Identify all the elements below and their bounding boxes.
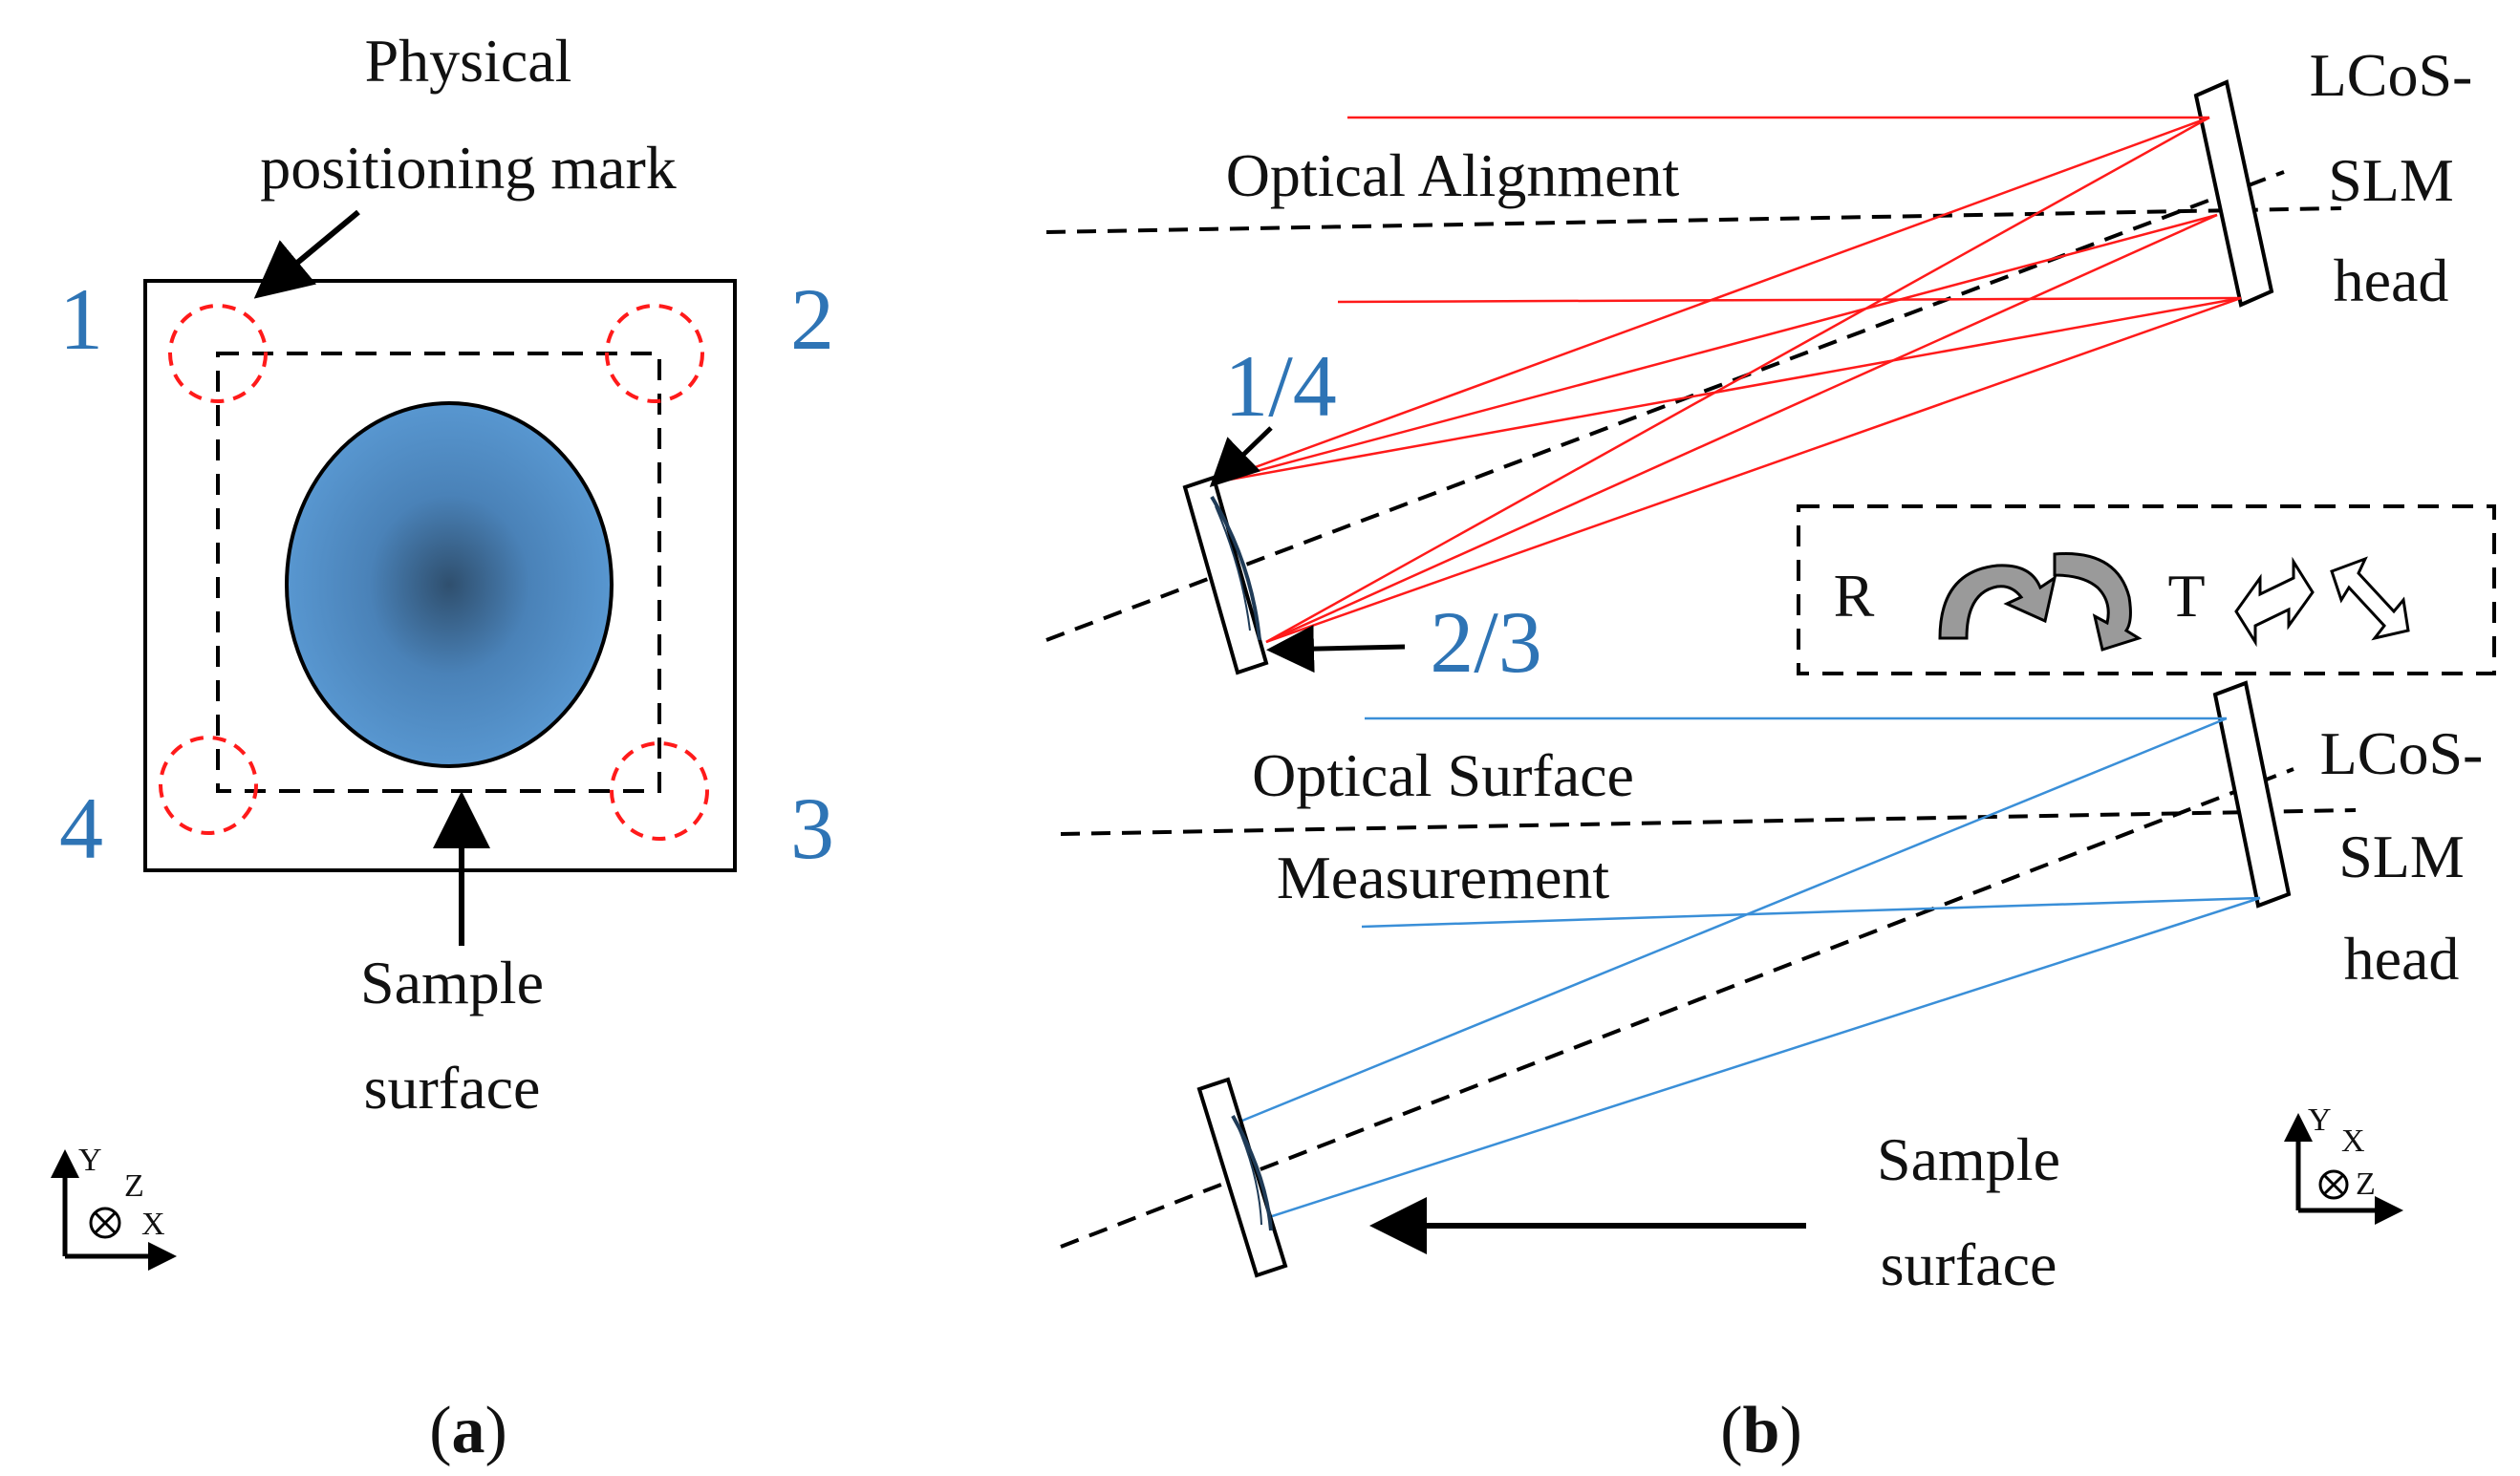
- axes-icon-b: [2284, 1113, 2403, 1225]
- top-head-line3: head: [2334, 246, 2449, 314]
- label-optical-surface: Optical Surface: [1252, 741, 1634, 809]
- label-sample-b: Sample: [1877, 1125, 2060, 1193]
- motion-legend: R T: [1797, 504, 2496, 675]
- mark-label-2-3: 2/3: [1430, 593, 1542, 691]
- positioning-mark-arrow: [253, 209, 360, 299]
- sample-lens-top: [1210, 495, 1261, 641]
- positioning-mark-1: [168, 304, 268, 403]
- corner-number-1: 1: [59, 270, 103, 368]
- panel-b-bottom: Optical Surface Measurement Sample surfa…: [1060, 680, 2484, 1467]
- caption-a: (a): [429, 1394, 507, 1467]
- measurement-reference-line: [1060, 808, 2357, 836]
- axis-z-b: Z: [2356, 1166, 2376, 1202]
- positioning-mark-4: [159, 736, 258, 835]
- axis-y-b: Y: [2308, 1102, 2332, 1138]
- label-measurement: Measurement: [1277, 844, 1610, 911]
- axes-icon-a: [51, 1149, 177, 1271]
- top-head-line2: SLM: [2328, 146, 2454, 214]
- translation-arrow-icon-2: [2330, 556, 2410, 641]
- axis-x-a: X: [141, 1207, 165, 1242]
- sample-boundary-dashed: [216, 352, 661, 793]
- label-surface-b: surface: [1881, 1230, 2057, 1298]
- sample-lens-bottom-inner: [1236, 1123, 1262, 1226]
- mark-1-4-arrow: [1209, 426, 1273, 487]
- lcos-slm-head-bottom: [2212, 680, 2292, 909]
- legend-translation-label: T: [2167, 562, 2205, 630]
- caption-b-letter: b: [1743, 1394, 1780, 1467]
- mark-2-3-arrow: [1266, 625, 1406, 674]
- rotation-arrow-icon-2: [2053, 552, 2143, 652]
- rotation-arrow-icon: [1938, 564, 2057, 640]
- alignment-optical-axis: [1045, 170, 2285, 642]
- caption-b: (b): [1720, 1394, 1802, 1467]
- axis-y-a: Y: [78, 1143, 102, 1178]
- sample-slab-bottom: [1196, 1077, 1288, 1278]
- positioning-mark-2: [605, 304, 704, 403]
- panel-a: Physical positioning mark 1 2 3 4 Sample…: [51, 27, 834, 1467]
- bottom-head-line3: head: [2344, 925, 2460, 993]
- bottom-head-line1: LCoS-: [2320, 719, 2484, 787]
- alignment-reference-line: [1045, 206, 2342, 234]
- mark-label-1-4: 1/4: [1224, 337, 1337, 435]
- corner-number-3: 3: [790, 780, 834, 877]
- legend-rotation-label: R: [1834, 562, 1875, 630]
- top-head-line1: LCoS-: [2310, 41, 2473, 109]
- translation-arrow-icon: [2234, 556, 2315, 648]
- blue-beams: [1237, 717, 2261, 1220]
- sample-surface-ellipse: [285, 401, 614, 768]
- axis-x-b: X: [2341, 1123, 2365, 1159]
- label-optical-alignment: Optical Alignment: [1226, 141, 1680, 209]
- sample-lens-top-inner: [1215, 505, 1251, 631]
- panel-b-top: Optical Alignment 1/4 2/3 LCoS- SLM head: [1045, 41, 2473, 691]
- label-surface-a: surface: [364, 1054, 541, 1122]
- corner-number-2: 2: [790, 270, 834, 368]
- sample-holder-frame: [143, 279, 737, 872]
- label-physical: Physical: [365, 27, 572, 95]
- label-positioning-mark: positioning mark: [260, 134, 677, 202]
- red-beams: [1213, 116, 2242, 644]
- corner-number-4: 4: [59, 780, 103, 877]
- motion-legend-frame: [1797, 504, 2496, 675]
- bottom-head-line2: SLM: [2338, 823, 2465, 890]
- label-sample-a: Sample: [360, 949, 544, 1016]
- sample-slab-top: [1182, 475, 1269, 675]
- axis-z-a: Z: [124, 1168, 144, 1204]
- lcos-slm-head-top: [2193, 79, 2274, 308]
- positioning-mark-3: [610, 741, 709, 841]
- caption-a-letter: a: [452, 1394, 485, 1467]
- measurement-optical-axis: [1060, 767, 2294, 1249]
